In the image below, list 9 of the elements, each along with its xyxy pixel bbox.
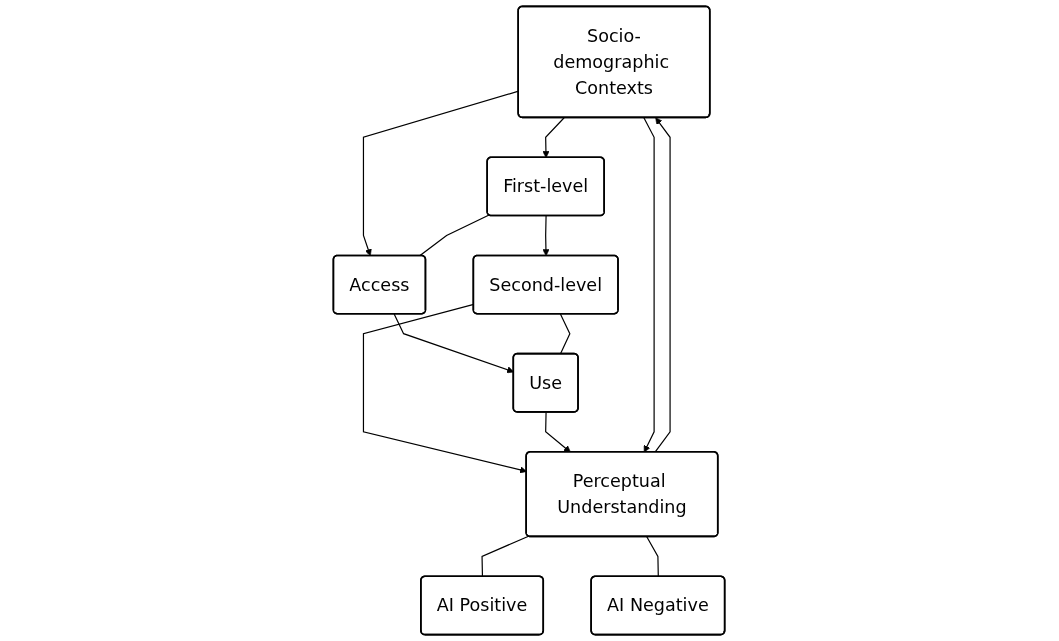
arrow [542, 215, 550, 257]
connector [419, 214, 491, 257]
connector [560, 313, 571, 355]
arrow [643, 117, 656, 453]
arrow [545, 411, 572, 453]
arrow [654, 117, 672, 453]
arrow [542, 117, 566, 158]
connector [481, 535, 530, 578]
connector [646, 536, 660, 578]
